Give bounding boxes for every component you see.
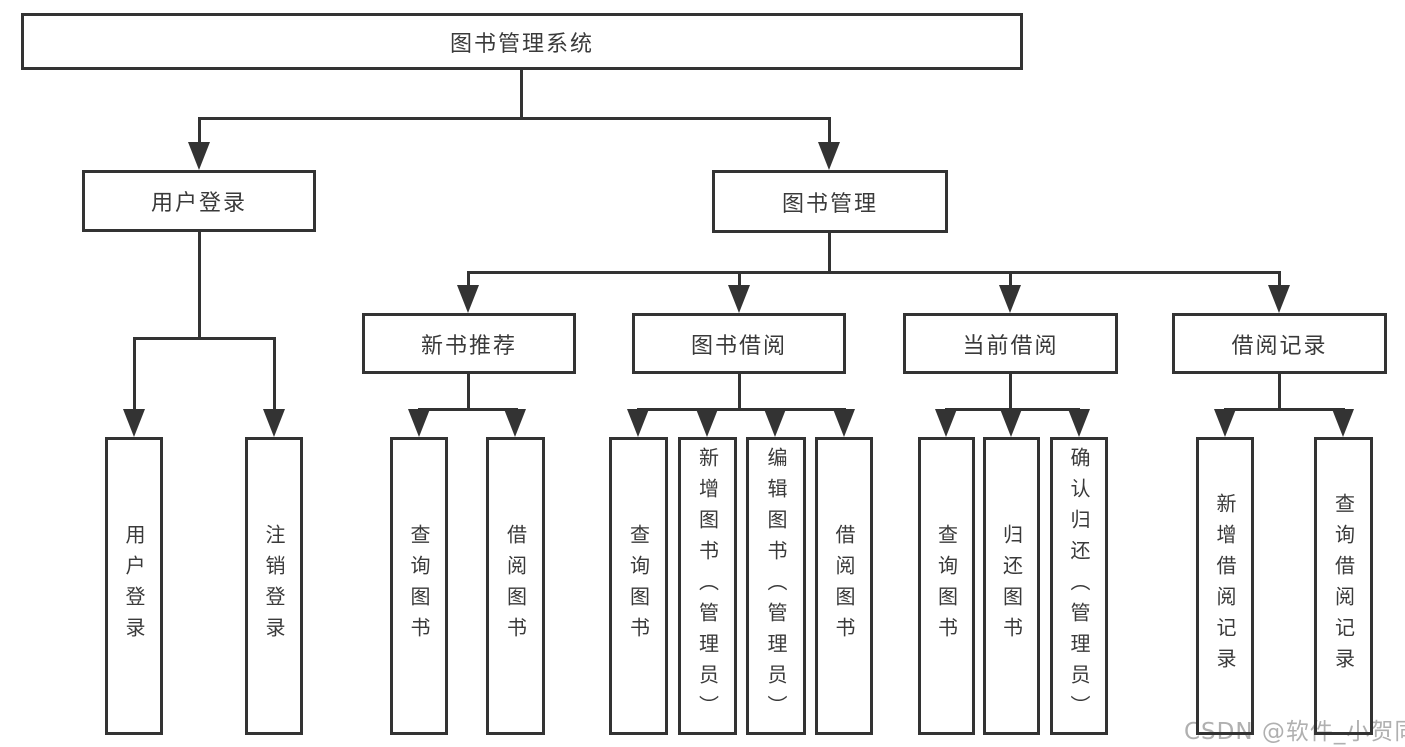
connector-user-login-stub [198,232,201,339]
node-book-borrowing: 图书借阅 [632,313,846,374]
arrow-down-icon [263,409,285,437]
arrow-down-icon [123,409,145,437]
leaf-return-books-label: 归还图书 [999,524,1024,648]
connector-root-stub [520,68,523,118]
leaf-add-borrow-record-label: 新增借阅记录 [1213,493,1237,679]
leaf-logout-login-label: 注销登录 [262,524,286,648]
arrow-down-icon [188,142,210,170]
connector-book-mgmt-drop [828,117,831,145]
leaf-edit-book-admin: 编辑图书（管理员） [746,437,806,735]
leaf-query-books-3: 查询图书 [918,437,975,735]
leaf-query-books-1: 查询图书 [390,437,448,735]
connector-book-borrow-stub [738,373,741,411]
connector-book-mgmt-bar [467,271,1281,274]
leaf-confirm-return-admin: 确认归还（管理员） [1050,437,1108,735]
arrow-down-icon [1068,409,1090,437]
connector-level3-drop [467,271,470,287]
arrow-down-icon [935,409,957,437]
arrow-down-icon [728,285,750,313]
leaf-borrow-books-2-label: 借阅图书 [832,524,856,648]
leaf-query-books-2-label: 查询图书 [626,524,651,648]
node-root: 图书管理系统 [21,13,1023,70]
node-book-borrowing-label: 图书借阅 [690,333,787,359]
node-user-login-label: 用户登录 [150,191,247,216]
arrow-down-icon [408,409,430,437]
leaf-query-books-2: 查询图书 [609,437,668,735]
leaf-return-books: 归还图书 [983,437,1040,735]
leaf-borrow-books-2: 借阅图书 [815,437,873,735]
connector-level3-drop [738,271,741,287]
connector-leaf-drop [133,337,136,411]
connector-borrow-record-bar [1224,408,1345,411]
connector-level3-drop [1009,271,1012,287]
leaf-logout-login: 注销登录 [245,437,303,735]
node-book-management: 图书管理 [712,170,948,233]
leaf-query-borrow-record: 查询借阅记录 [1314,437,1373,735]
connector-root-bar [198,117,831,120]
leaf-add-book-admin: 新增图书（管理员） [678,437,737,735]
connector-new-book-bar [418,408,518,411]
arrow-down-icon [627,409,649,437]
leaf-query-books-1-label: 查询图书 [407,524,431,648]
arrow-down-icon [999,285,1021,313]
connector-user-login-drop [198,117,201,145]
node-current-borrowing: 当前借阅 [903,313,1118,374]
arrow-down-icon [1332,409,1354,437]
connector-borrow-record-stub [1278,373,1281,411]
arrow-down-icon [833,409,855,437]
connector-new-book-stub [467,373,470,411]
node-new-book-recommend-label: 新书推荐 [420,333,517,359]
node-user-login: 用户登录 [82,170,316,232]
leaf-borrow-books-1: 借阅图书 [486,437,545,735]
leaf-edit-book-admin-label: 编辑图书（管理员） [764,446,788,726]
arrow-down-icon [818,142,840,170]
node-borrowing-records-label: 借阅记录 [1231,333,1328,359]
connector-level3-drop [1278,271,1281,287]
connector-leaf-drop [273,337,276,411]
node-current-borrowing-label: 当前借阅 [962,333,1059,359]
arrow-down-icon [696,409,718,437]
connector-book-borrow-bar [637,408,846,411]
arrow-down-icon [457,285,479,313]
arrow-down-icon [1214,409,1236,437]
connector-current-borrow-stub [1009,373,1012,411]
node-borrowing-records: 借阅记录 [1172,313,1387,374]
leaf-user-login-label: 用户登录 [122,524,146,648]
leaf-borrow-books-1-label: 借阅图书 [503,524,528,648]
connector-user-login-bar [133,337,276,340]
leaf-add-borrow-record: 新增借阅记录 [1196,437,1254,735]
leaf-add-book-admin-label: 新增图书（管理员） [695,446,720,726]
leaf-query-borrow-record-label: 查询借阅记录 [1331,493,1356,679]
arrow-down-icon [504,409,526,437]
node-root-label: 图书管理系统 [449,31,594,57]
leaf-user-login: 用户登录 [105,437,163,735]
leaf-confirm-return-admin-label: 确认归还（管理员） [1067,446,1091,726]
leaf-query-books-3-label: 查询图书 [934,524,959,648]
node-book-management-label: 图书管理 [781,191,878,217]
arrow-down-icon [1268,285,1290,313]
node-new-book-recommend: 新书推荐 [362,313,576,374]
arrow-down-icon [764,409,786,437]
arrow-down-icon [1000,409,1022,437]
connector-book-mgmt-stub [828,233,831,274]
